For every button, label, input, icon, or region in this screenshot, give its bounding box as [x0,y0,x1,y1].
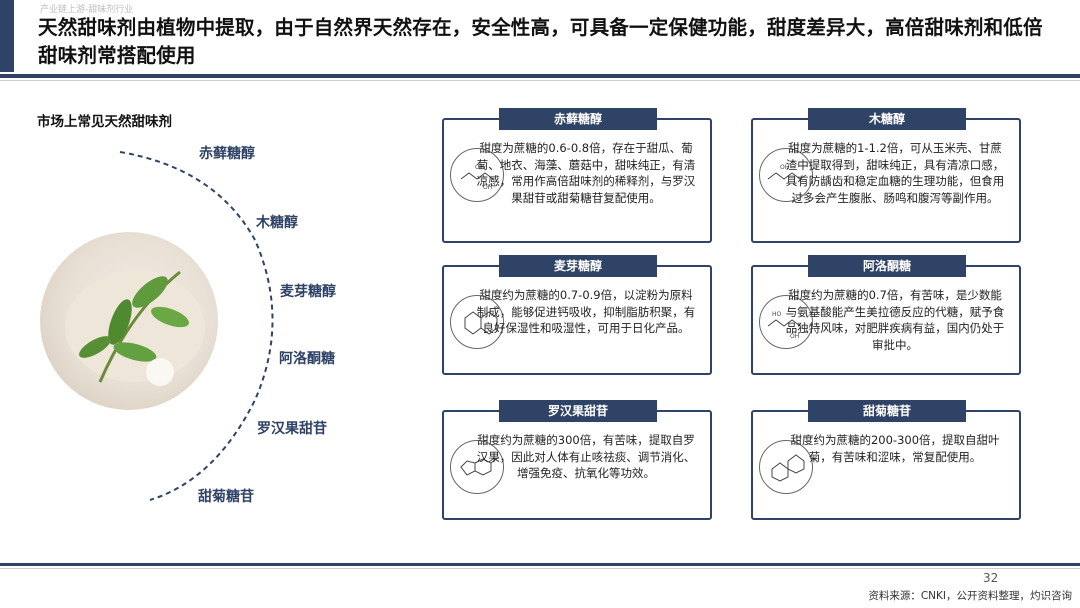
molecule-icon: HO OH [759,295,813,349]
page-title: 天然甜味剂由植物中提取，由于自然界天然存在，安全性高，可具备一定保健功能，甜度差… [38,16,1043,67]
svg-text:HO: HO [772,311,782,318]
card-allulose: 阿洛酮糖 HO OH 甜度约为蔗糖的0.7倍，有苦味，是少数能与氨基酸能产生美拉德… [751,255,1021,375]
arc-label-allulose: 阿洛酮糖 [279,351,335,367]
svg-text:OH: OH [483,184,492,191]
card-title: 阿洛酮糖 [808,255,966,277]
card-description: 甜度约为蔗糖的200-300倍，提取自甜叶菊，有苦味和涩味，常复配使用。 [790,433,1000,464]
svg-text:OH: OH [790,333,799,340]
stevia-leaves-illustration [65,270,205,386]
card-erythritol: 赤藓糖醇 OH OH 甜度为蔗糖的0.6-0.8倍，存在于甜瓜、葡萄、地衣、海藻、… [442,108,712,243]
section-title: 市场上常见天然甜味剂 [37,114,172,130]
card-title: 木糖醇 [808,108,966,130]
card-description: 甜度约为蔗糖的0.7倍，有苦味，是少数能与氨基酸能产生美拉德反应的代糖，赋予食品… [785,288,1005,352]
card-title: 罗汉果甜苷 [499,400,657,422]
molecule-icon [759,440,813,494]
molecule-icon [450,295,504,349]
molecule-icon: OH OH [450,148,504,202]
card-description: 甜度为蔗糖的0.6-0.8倍，存在于甜瓜、葡萄、地衣、海藻、蘑菇中，甜味纯正，有… [476,141,696,205]
card-description: 甜度为蔗糖的1-1.2倍，可从玉米壳、甘蔗渣中提取得到，甜味纯正，具有清凉口感，… [785,141,1005,205]
footer-divider-thin [0,568,1080,569]
arc-label-xylitol: 木糖醇 [256,215,298,231]
card-xylitol: 木糖醇 OH 甜度为蔗糖的1-1.2倍，可从玉米壳、甘蔗渣中提取得到，甜味纯正，… [751,108,1021,243]
svg-text:OH: OH [780,164,789,171]
arc-label-steviol: 甜菊糖苷 [198,489,254,505]
source-note: 资料来源：CNKI，公开资料整理，灼识咨询 [868,590,1072,602]
card-title: 麦芽糖醇 [499,255,657,277]
card-title: 甜菊糖苷 [808,400,966,422]
card-mogroside: 罗汉果甜苷 甜度约为蔗糖的300倍，有苦味，提取自罗汉果，因此对人体有止咳祛痰、… [442,400,712,520]
card-description: 甜度约为蔗糖的300倍，有苦味，提取自罗汉果，因此对人体有止咳祛痰、调节消化、增… [476,433,696,480]
molecule-icon [450,440,504,494]
header-divider-thin [0,80,1080,81]
header-accent-bar [0,0,14,72]
molecule-icon: OH [759,148,813,202]
card-title: 赤藓糖醇 [499,108,657,130]
footer-divider [0,563,1080,566]
card-description: 甜度约为蔗糖的0.7-0.9倍，以淀粉为原料制成，能够促进钙吸收，抑制脂肪积聚，… [476,288,696,335]
stevia-photo [40,232,218,410]
svg-text:OH: OH [475,164,484,171]
page-number: 32 [983,571,999,585]
arc-label-mogroside: 罗汉果甜苷 [257,421,327,437]
card-steviol: 甜菊糖苷 甜度约为蔗糖的200-300倍，提取自甜叶菊，有苦味和涩味，常复配使用… [751,400,1021,520]
arc-label-maltitol: 麦芽糖醇 [280,284,336,300]
breadcrumb: 产业链上游-甜味剂行业 [40,5,134,15]
card-maltitol: 麦芽糖醇 甜度约为蔗糖的0.7-0.9倍，以淀粉为原料制成，能够促进钙吸收，抑制… [442,255,712,375]
arc-label-erythritol: 赤藓糖醇 [199,146,255,162]
header-divider [0,74,1080,78]
